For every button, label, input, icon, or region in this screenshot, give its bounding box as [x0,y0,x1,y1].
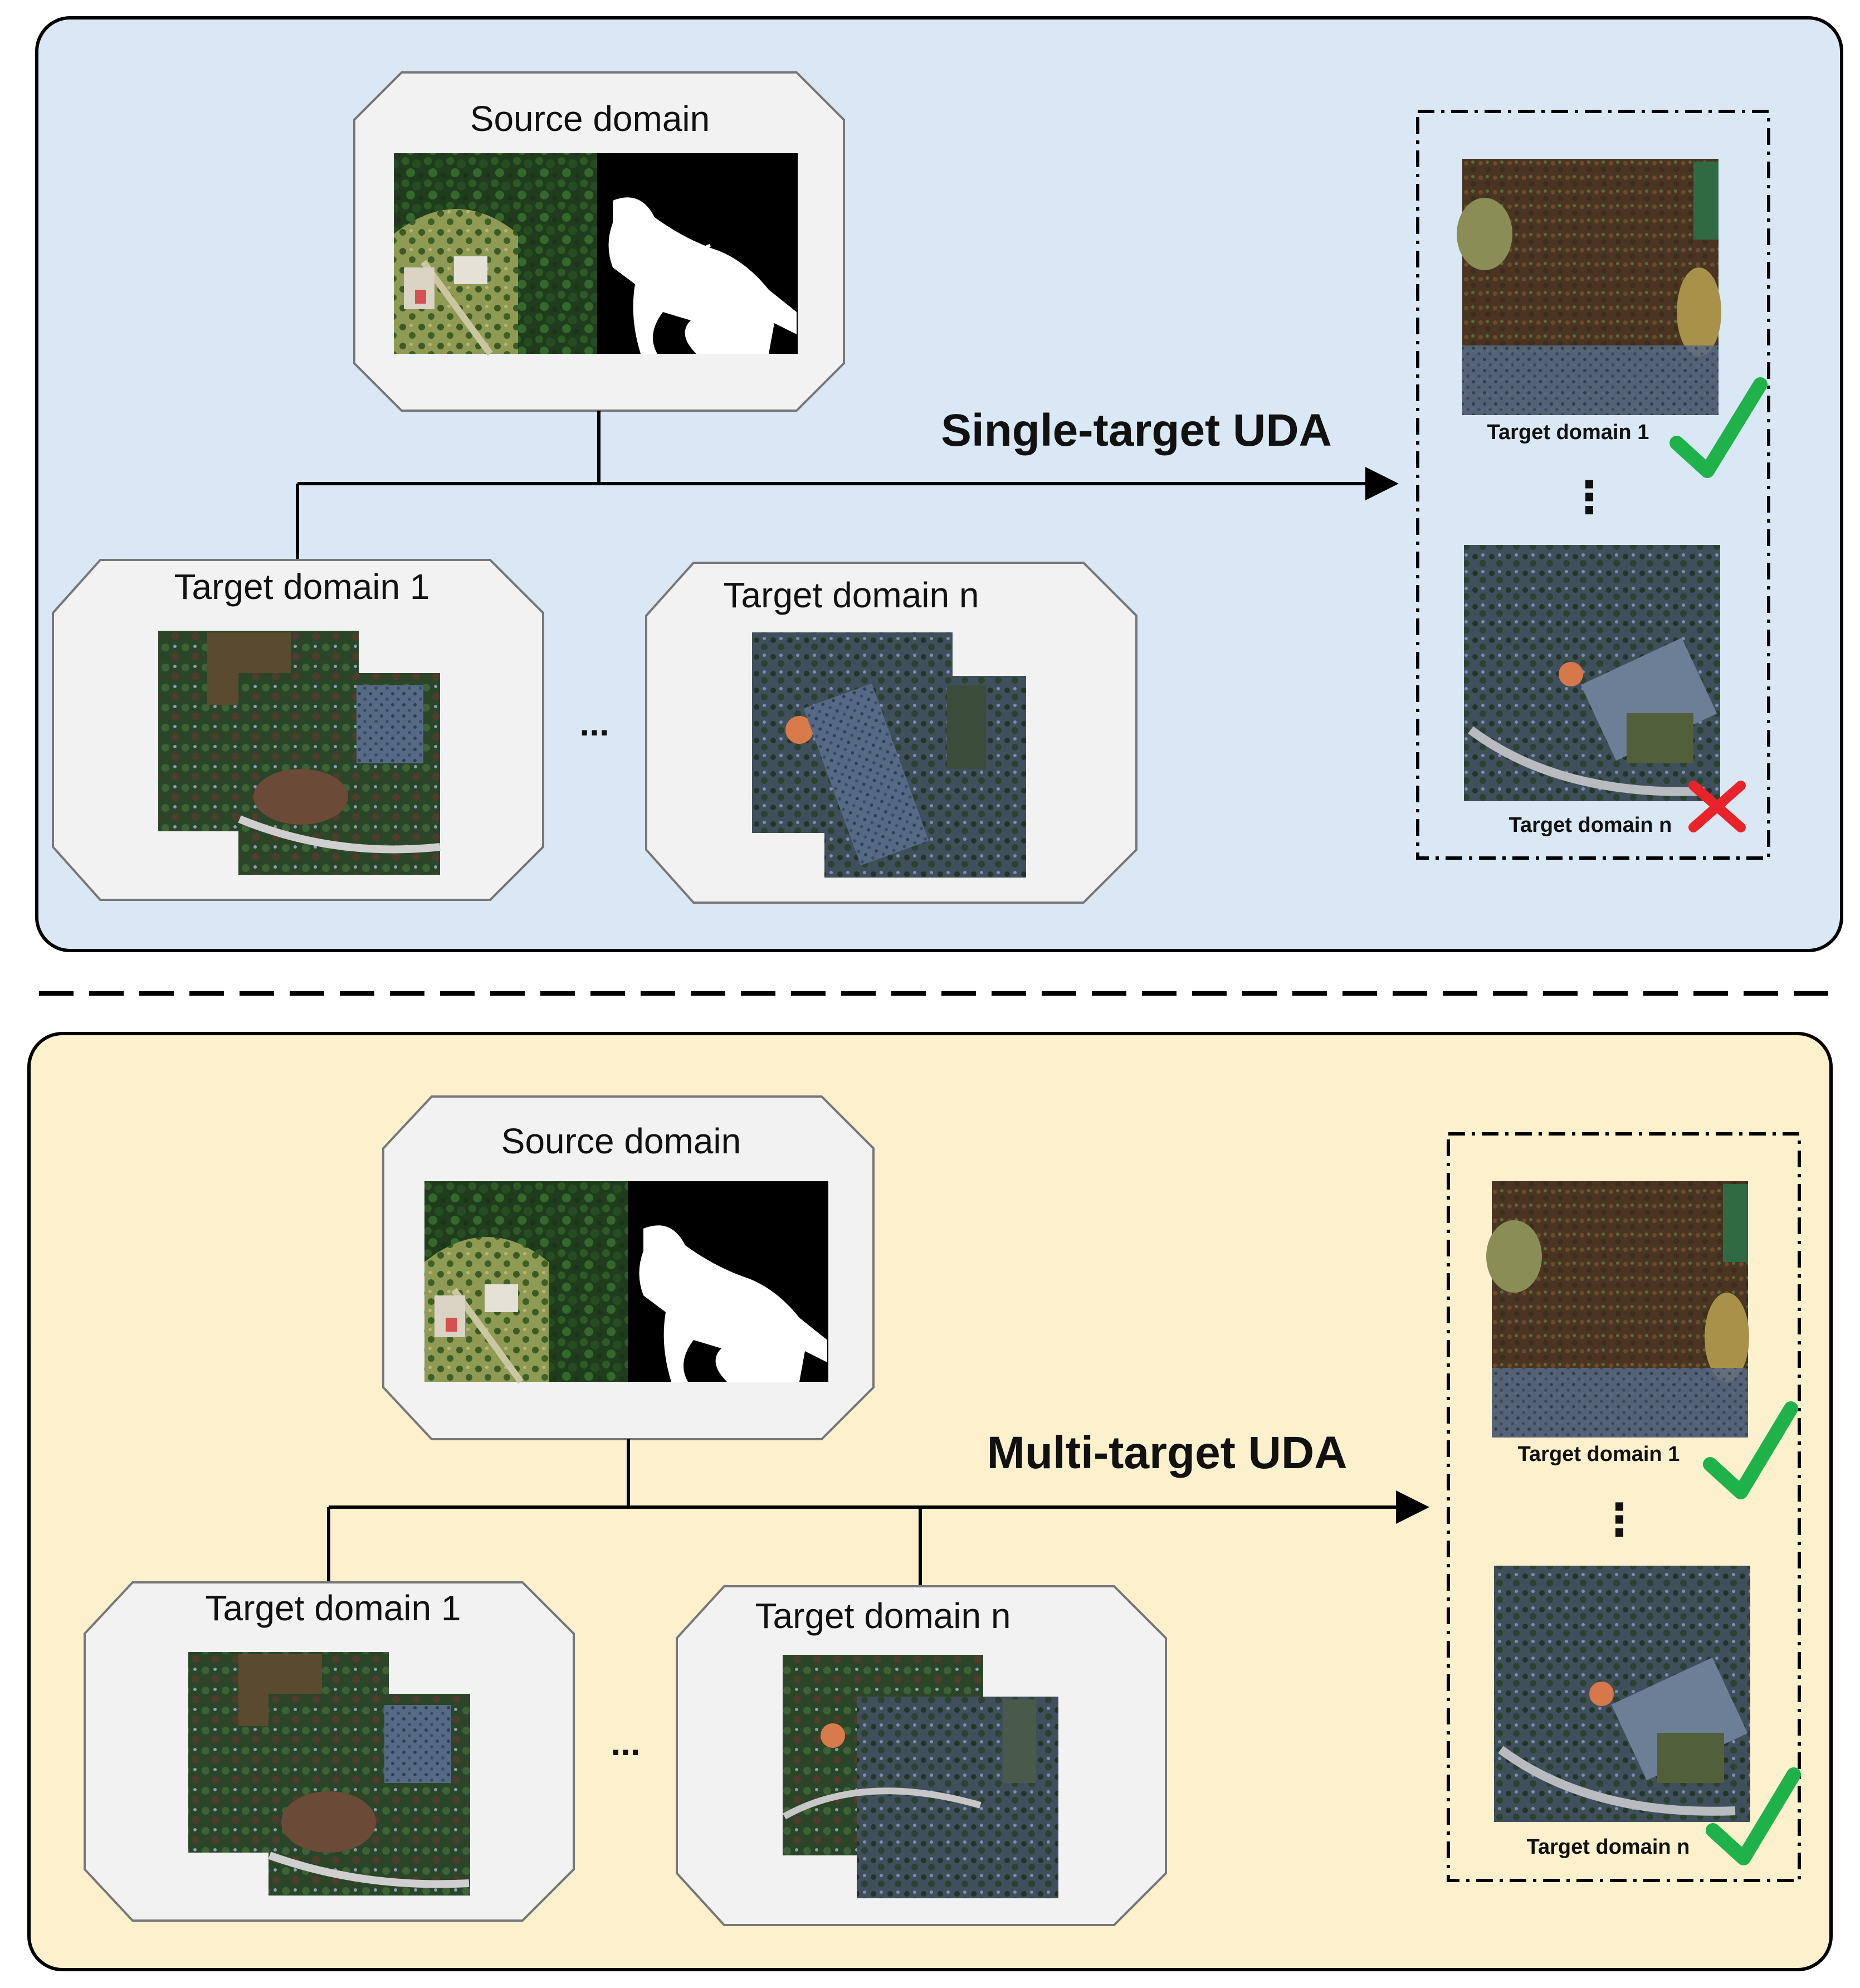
target-domain-1-label: Target domain 1 [174,567,430,607]
source-satellite-image [394,153,597,356]
source-domain-box: Source domain [353,71,845,412]
connector-lines-single [296,411,1399,560]
target-domain-1-box: Target domain 1 [84,1581,575,1922]
source-domain-label: Source domain [501,1121,741,1161]
result-image-target-1 [1486,1181,1749,1438]
target-domain-n-box: Target domain n [676,1585,1167,1926]
result-image-target-1 [1457,159,1721,415]
target-domain-n-label: Target domain n [724,575,979,615]
check-icon [1669,377,1768,478]
check-icon [1706,1767,1801,1865]
target-domain-n-box: Target domain n [645,562,1138,904]
ellipsis-vertical-single: ⋮ [1567,472,1612,522]
source-satellite-image [424,1181,628,1384]
results-box-single: Target domain 1 ⋮ Target domain n [1416,110,1770,860]
ellipsis-horizontal-multi: ... [611,1723,640,1763]
cross-icon [1688,781,1746,832]
result-image-target-n [1464,545,1720,801]
source-domain-label: Source domain [470,99,710,139]
method-label-multi: Multi-target UDA [987,1427,1348,1478]
ellipsis-horizontal-single: ... [579,703,609,743]
target-domain-1-label: Target domain 1 [206,1588,461,1628]
target-domain-n-label: Target domain n [755,1596,1011,1636]
target-domain-1-box: Target domain 1 [52,559,544,901]
result-label-target-1: Target domain 1 [1487,421,1649,444]
results-box-multi: Target domain 1 ⋮ Target domain n [1447,1132,1801,1882]
result-label-target-1: Target domain 1 [1518,1443,1680,1466]
result-image-target-n [1494,1566,1750,1822]
ellipsis-vertical-multi: ⋮ [1597,1495,1642,1544]
result-label-target-n: Target domain n [1527,1835,1690,1859]
source-label-mask [628,1181,828,1382]
result-label-target-n: Target domain n [1509,813,1672,837]
source-label-mask [597,153,798,354]
check-icon [1703,1401,1798,1499]
method-label-single: Single-target UDA [941,405,1332,456]
connector-lines-multi [327,1439,1429,1588]
source-domain-box: Source domain [382,1095,875,1440]
